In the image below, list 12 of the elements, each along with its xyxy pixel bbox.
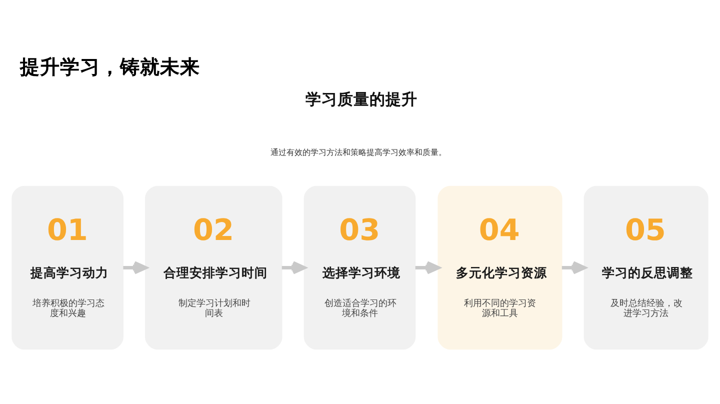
arrow <box>282 261 306 274</box>
arrow <box>415 261 440 274</box>
arrow <box>123 261 148 274</box>
diagram-title: 提升学习，铸就未来 <box>20 56 200 79</box>
label: 通过有效的学习方法和策略提高学习效率和质量。 <box>270 148 447 157</box>
arrow <box>562 261 586 274</box>
node-box: 01 提高学习动力 培养积极的学习态度和兴趣 <box>12 186 124 350</box>
label: 学习质量的提升 <box>305 90 418 109</box>
node-box: 05 学习的反思调整 及时总结经验，改进学习方法 <box>584 186 708 350</box>
node-box: 02 合理安排学习时间 制定学习计划和时间表 <box>145 186 282 350</box>
node-box: 03 选择学习环境 创造适合学习的环境和条件 <box>304 186 416 350</box>
node-box: 04 多元化学习资源 利用不同的学习资源和工具 <box>438 186 562 350</box>
